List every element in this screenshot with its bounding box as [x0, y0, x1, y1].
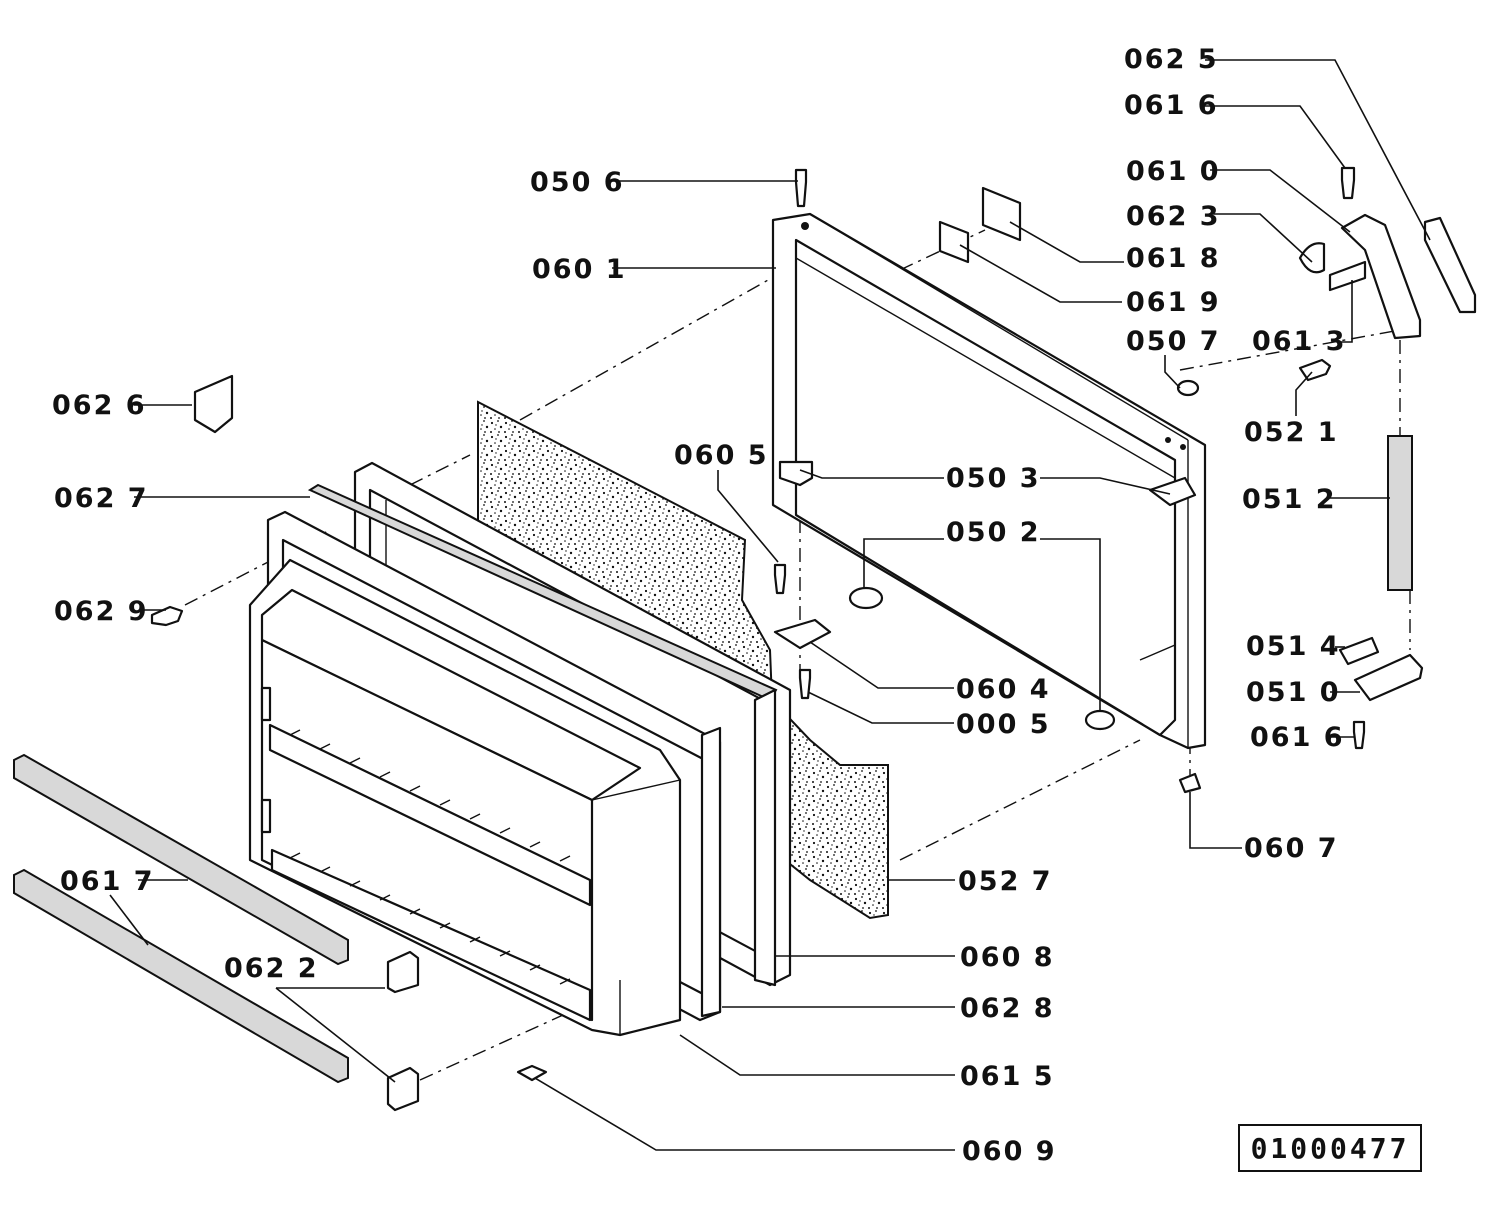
shelf-ribs — [289, 729, 571, 985]
door-bar-upper — [13, 753, 349, 966]
trim-0628 — [700, 726, 722, 1018]
end-cap-lower — [386, 1066, 420, 1112]
door-bar-lower — [13, 868, 349, 1084]
label-0618: 061 8 — [1126, 243, 1221, 274]
part-labels: 062 5 061 6 061 0 062 3 061 8 061 9 050 … — [52, 44, 1347, 1167]
document-number: 01000477 — [1238, 1124, 1422, 1172]
end-cap-upper — [386, 950, 420, 994]
label-0502: 050 2 — [946, 517, 1041, 548]
screws — [150, 166, 1366, 1082]
label-0604: 060 4 — [956, 674, 1051, 705]
label-0609: 060 9 — [962, 1136, 1057, 1167]
label-0527: 052 7 — [958, 866, 1053, 897]
label-0616-bottom: 061 6 — [1250, 722, 1345, 753]
label-0615: 061 5 — [960, 1061, 1055, 1092]
pad-0619 — [938, 220, 970, 264]
label-0623: 062 3 — [1126, 201, 1221, 232]
label-0617: 061 7 — [60, 866, 155, 897]
label-0005: 000 5 — [956, 709, 1051, 740]
label-0619: 061 9 — [1126, 287, 1221, 318]
bracket-0626 — [193, 374, 234, 434]
hinge-parts — [773, 379, 1202, 794]
label-0622: 062 2 — [224, 953, 319, 984]
pad-0618 — [981, 186, 1022, 242]
label-0607: 060 7 — [1244, 833, 1339, 864]
label-0628: 062 8 — [960, 993, 1055, 1024]
label-0514: 051 4 — [1246, 631, 1341, 662]
label-0521: 052 1 — [1244, 417, 1339, 448]
label-0608: 060 8 — [960, 942, 1055, 973]
label-0605: 060 5 — [674, 440, 769, 471]
label-0613: 061 3 — [1252, 326, 1347, 357]
leader-lines — [109, 59, 1431, 1151]
label-0503: 050 3 — [946, 463, 1041, 494]
trim-0608 — [753, 688, 777, 987]
label-0506: 050 6 — [530, 167, 625, 198]
label-0616-top: 061 6 — [1124, 90, 1219, 121]
label-0507: 050 7 — [1126, 326, 1221, 357]
door-liner — [248, 558, 682, 1037]
top-hinge-assembly — [1298, 213, 1477, 702]
label-0625: 062 5 — [1124, 44, 1219, 75]
label-0610: 061 0 — [1126, 156, 1221, 187]
label-0601: 060 1 — [532, 254, 627, 285]
label-0627: 062 7 — [54, 483, 149, 514]
label-0510: 051 0 — [1246, 677, 1341, 708]
label-0629: 062 9 — [54, 596, 149, 627]
label-0626: 062 6 — [52, 390, 147, 421]
label-0512: 051 2 — [1242, 484, 1337, 515]
